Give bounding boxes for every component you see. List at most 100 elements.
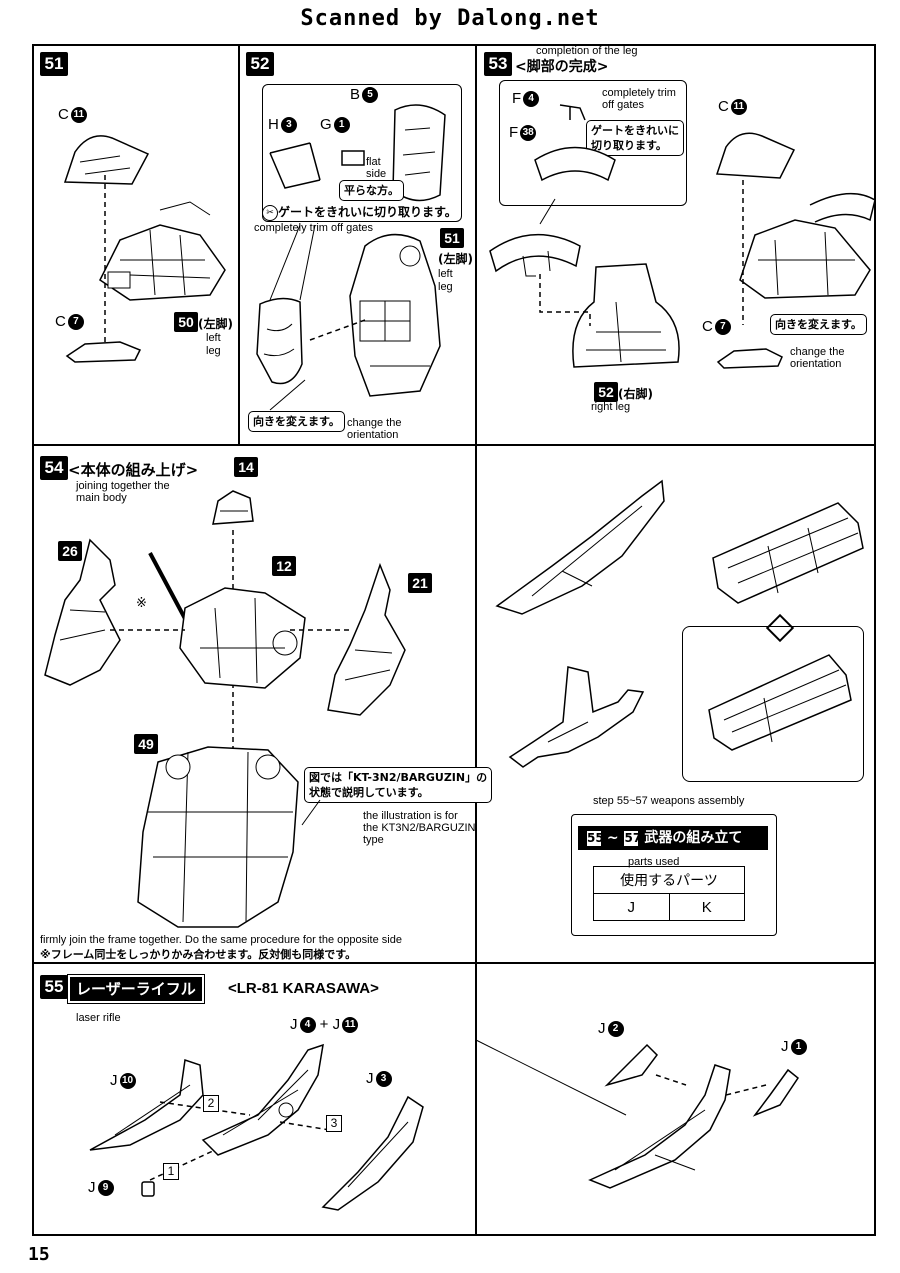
leg-assembly-drawing: [99, 201, 226, 301]
ref-51-en-1: left: [438, 268, 453, 280]
trim-53-jp-2: 切り取ります。: [591, 139, 667, 152]
weapon-rifle-drawing-1: [495, 479, 665, 615]
assembled-rifle-drawing: [588, 1064, 731, 1189]
flat-side-en-1: flat: [366, 156, 381, 168]
part-c7-drawing: [65, 341, 142, 363]
note-leader-line: [301, 799, 321, 826]
illustration-note-en-3: type: [363, 834, 384, 846]
rifle-body-j4-drawing: [201, 1043, 324, 1156]
assembly-arrows-55: [149, 1101, 331, 1181]
part-c7-number-53: 7: [714, 319, 731, 336]
arm-connector-lines: [110, 629, 350, 631]
parts-used-table: 使用するパーツ J K: [593, 866, 745, 921]
orient-note-52: 向きを変えます。: [248, 411, 345, 432]
part-j2-letter: J: [598, 1020, 606, 1037]
step-55-subtitle: laser rifle: [76, 1012, 121, 1024]
part-49-tag: 49: [134, 734, 158, 754]
weapon-launcher-drawing: [508, 666, 645, 768]
rifle-part-j9-drawing: [141, 1181, 155, 1197]
flat-side-en-2: side: [366, 168, 387, 180]
part-g1-letter: G: [320, 116, 332, 133]
dashed-guide-51: [104, 175, 106, 350]
trim-53-en-2: off gates: [602, 99, 644, 111]
col-divider-top-2: [475, 44, 477, 444]
step-54-number: 54: [40, 456, 68, 480]
ref-50-en-1: left: [206, 332, 221, 344]
torso-12-drawing: [148, 552, 306, 689]
step-54-title-jp: <本体の組み上げ>: [68, 461, 199, 479]
step-55-title-en: <LR-81 KARASAWA>: [228, 980, 379, 997]
arm-21-drawing: [327, 562, 406, 716]
trim-gate-jp-text: ゲートをきれいに切り取ります。: [278, 205, 457, 219]
frame-join-en: firmly join the frame together. Do the s…: [40, 934, 402, 946]
scan-credit-title: Scanned by Dalong.net: [300, 6, 600, 31]
part-c11-number: 11: [70, 107, 87, 124]
rifle-part-j1-drawing: [752, 1068, 800, 1117]
part-j3-number: 3: [375, 1071, 392, 1088]
part-j1-number: 1: [790, 1039, 807, 1056]
orient-53-en-2: orientation: [790, 358, 842, 370]
ref-step-52: 52: [594, 382, 618, 402]
part-g1-number: 1: [333, 117, 350, 134]
ref-52-jp: (右脚): [618, 387, 653, 401]
weapons-step-from: 55: [586, 830, 604, 847]
trim-53-jp-1: ゲートをきれいに: [591, 124, 679, 137]
leg-53-right-drawing: [739, 192, 876, 299]
part-j11-number: 11: [342, 1017, 359, 1034]
order-step-1: 1: [163, 1163, 179, 1180]
armor-c11-drawing-53: [715, 132, 796, 179]
leader-lines-52: [269, 224, 366, 411]
part-j4-letter: J: [290, 1016, 298, 1033]
ref-step-51: 51: [440, 228, 464, 248]
part-j9-number: 9: [97, 1180, 114, 1197]
part-j3-letter: J: [366, 1070, 374, 1087]
step-53-title-jp: <脚部の完成>: [515, 59, 609, 75]
ref-50-en-2: leg: [206, 345, 221, 357]
weapons-title-jp: 武器の組み立て: [644, 830, 743, 846]
part-f-drawings: [534, 104, 616, 182]
part-c7-number: 7: [67, 314, 84, 331]
instruction-sheet-frame: [32, 44, 876, 1236]
step-54-title-en-1: joining together the: [76, 480, 170, 492]
head-14-drawing: [212, 490, 254, 525]
armor-arc-drawing: [489, 233, 581, 277]
parts-inset-box-53: [499, 80, 687, 206]
part-f4-number: 4: [523, 91, 540, 108]
part-c7-drawing-53: [716, 348, 783, 369]
col-divider-mid: [475, 444, 477, 962]
part-j10-number: 10: [119, 1073, 136, 1090]
step-51-number: 51: [40, 52, 68, 76]
part-j10-letter: J: [110, 1072, 118, 1089]
asterisk-mark: ※: [136, 595, 147, 610]
part-21-tag: 21: [408, 573, 432, 593]
step-53-number: 53: [484, 52, 512, 76]
weapons-title-bar: 55 ~ 57 武器の組み立て: [578, 826, 768, 850]
col-divider-bottom: [475, 962, 477, 1236]
part-g1-drawing: [341, 150, 365, 166]
parts-used-en: parts used: [628, 856, 680, 868]
ref-52-en: right leg: [591, 401, 631, 413]
arm-26-drawing: [44, 538, 121, 686]
step-55-number: 55: [40, 975, 68, 999]
parts-used-cell-j: J: [593, 893, 670, 921]
part-c7-letter: C: [55, 313, 66, 330]
flat-side-jp-note: 平らな方。: [339, 180, 404, 201]
leg-52-drawing: [572, 263, 680, 368]
part-f38-number: 38: [520, 125, 537, 142]
illustration-note-jp-1: 図では「KT-3N2/BARGUZIN」の: [309, 771, 488, 784]
illustration-note-jp: 図では「KT-3N2/BARGUZIN」の 状態で説明しています。: [304, 767, 493, 803]
part-j1-letter: J: [781, 1038, 789, 1055]
part-j11-letter: J: [332, 1016, 341, 1033]
row-divider-1: [32, 444, 876, 446]
ref-step-50: 50: [174, 312, 198, 332]
part-f38-letter: F: [509, 124, 519, 141]
